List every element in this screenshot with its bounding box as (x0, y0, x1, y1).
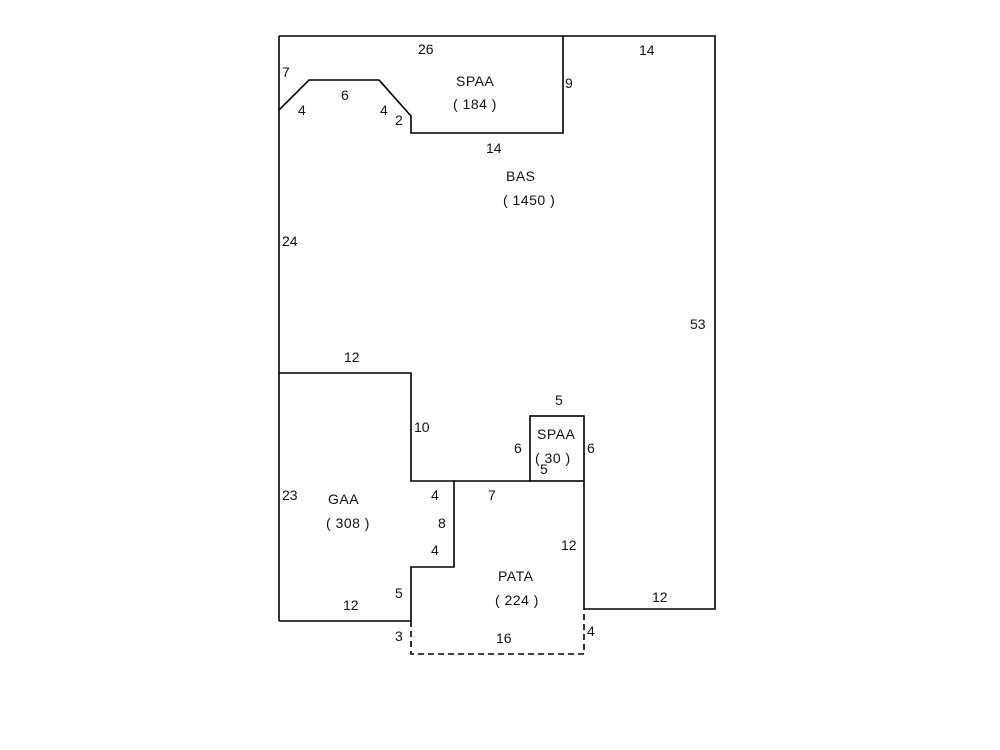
pata-label: PATA (498, 568, 534, 584)
dim-step-2: 2 (395, 112, 403, 128)
dim-small-spaa-left-6: 6 (514, 440, 522, 456)
dim-small-spaa-top-5: 5 (555, 392, 563, 408)
dim-right-53: 53 (690, 316, 706, 332)
bas-label: BAS (506, 168, 536, 184)
dim-top-mid-6: 6 (341, 87, 349, 103)
spaa-184-area: ( 184 ) (453, 96, 497, 112)
dim-gaa-bottom-12: 12 (343, 597, 359, 613)
dim-top-26: 26 (418, 41, 434, 57)
dim-gaa-right-10: 10 (414, 419, 430, 435)
dim-spaa-bottom-14: 14 (486, 140, 502, 156)
dim-pata-right-4: 4 (587, 623, 595, 639)
dim-left-23: 23 (282, 487, 298, 503)
dim-chamfer-left-4: 4 (298, 102, 306, 118)
dim-chamfer-right-4: 4 (380, 102, 388, 118)
gaa-area: ( 308 ) (326, 515, 370, 531)
pata-area: ( 224 ) (495, 592, 539, 608)
dim-gaa-step-4a: 4 (431, 487, 439, 503)
spaa-30-label: SPAA (537, 426, 575, 442)
dim-bottom-right-12: 12 (652, 589, 668, 605)
dim-top-14: 14 (639, 42, 655, 58)
dim-pata-left-3: 3 (395, 628, 403, 644)
bas-outline (563, 35, 716, 610)
spaa-184-outline (278, 35, 564, 134)
gaa-label: GAA (328, 491, 359, 507)
dim-left-7: 7 (282, 64, 290, 80)
dim-pata-right-12: 12 (561, 537, 577, 553)
dim-spaa-right-9: 9 (565, 75, 573, 91)
spaa-30-area: ( 30 ) (535, 450, 571, 466)
dim-gaa-step-8: 8 (438, 515, 446, 531)
gaa-outline (279, 372, 455, 622)
spaa-184-label: SPAA (456, 73, 494, 89)
dim-gaa-step-5: 5 (395, 585, 403, 601)
dim-gaa-top-12: 12 (344, 349, 360, 365)
dim-small-spaa-bottom-5: 5 (540, 461, 548, 477)
dim-bas-bottom-7: 7 (488, 487, 496, 503)
dim-pata-bottom-16: 16 (496, 630, 512, 646)
bas-area: ( 1450 ) (503, 192, 555, 208)
dim-gaa-step-4b: 4 (431, 542, 439, 558)
dim-left-24: 24 (282, 233, 298, 249)
spaa-30-outline (529, 415, 585, 482)
dim-small-spaa-right-6: 6 (587, 440, 595, 456)
